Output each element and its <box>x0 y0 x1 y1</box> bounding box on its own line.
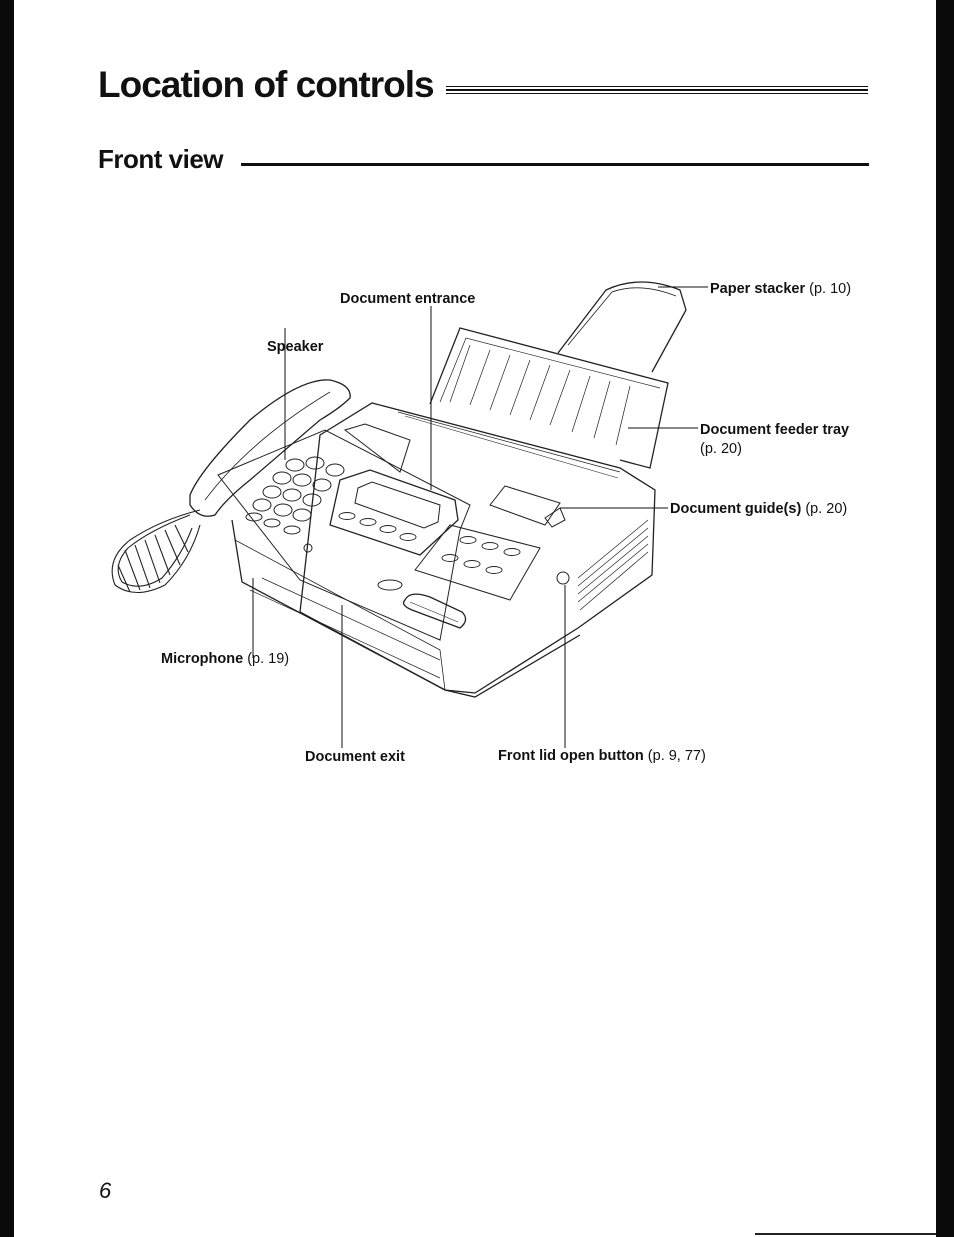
title-rule <box>446 86 868 96</box>
label-paper-stacker-name: Paper stacker <box>710 281 806 297</box>
leader-lines <box>252 286 708 748</box>
lcd-display <box>354 481 441 529</box>
fax-body-top <box>299 402 656 694</box>
label-microphone-ref: (p. 19) <box>247 651 290 667</box>
label-document-guides-ref: (p. 20) <box>805 501 848 517</box>
page-edge-right <box>936 0 954 1237</box>
label-front-lid-open-button-ref: (p. 9, 77) <box>647 748 706 764</box>
page-edge-bottom <box>755 1233 936 1235</box>
display-panel <box>329 469 459 556</box>
document-entrance-slot <box>489 485 561 526</box>
document-guide-shape <box>544 507 566 528</box>
label-microphone-name: Microphone <box>161 651 244 667</box>
section-title: Front view <box>98 144 224 174</box>
handset <box>189 379 351 517</box>
function-panel <box>414 524 541 601</box>
feeder-tray-shape <box>429 327 669 469</box>
feeder-tray-ribs <box>449 344 631 446</box>
label-microphone: Microphone (p. 19) <box>161 650 289 668</box>
fax-body-base <box>231 519 581 698</box>
side-vents <box>577 519 649 611</box>
label-paper-stacker: Paper stacker (p. 10) <box>710 280 851 298</box>
start-button <box>402 593 467 629</box>
paper-stacker-shape <box>557 281 687 373</box>
label-document-exit: Document exit <box>305 748 405 766</box>
page-edge-left <box>0 0 14 1237</box>
label-document-exit-name: Document exit <box>305 749 405 765</box>
label-document-entrance-name: Document entrance <box>340 291 476 307</box>
label-document-feeder-tray-ref: (p. 20) <box>700 441 742 457</box>
keypad-keys <box>245 456 345 553</box>
page-title: Location of controls <box>98 64 435 105</box>
section-rule <box>241 163 869 166</box>
label-front-lid-open-button-name: Front lid open button <box>498 748 644 764</box>
label-front-lid-open-button: Front lid open button (p. 9, 77) <box>498 747 706 765</box>
label-document-feeder-tray-name: Document feeder tray <box>700 422 850 438</box>
coiled-cord <box>111 509 201 594</box>
label-speaker: Speaker <box>267 338 323 356</box>
label-document-guides: Document guide(s) (p. 20) <box>670 500 847 518</box>
label-document-entrance: Document entrance <box>340 290 475 308</box>
keypad-panel <box>217 429 471 641</box>
label-document-guides-name: Document guide(s) <box>670 501 802 517</box>
label-document-feeder-tray: Document feeder tray <box>700 421 849 439</box>
front-lid-button-shape <box>556 571 570 585</box>
label-speaker-name: Speaker <box>267 339 324 355</box>
page-number: 6 <box>99 1178 112 1203</box>
label-paper-stacker-ref: (p. 10) <box>809 281 852 297</box>
